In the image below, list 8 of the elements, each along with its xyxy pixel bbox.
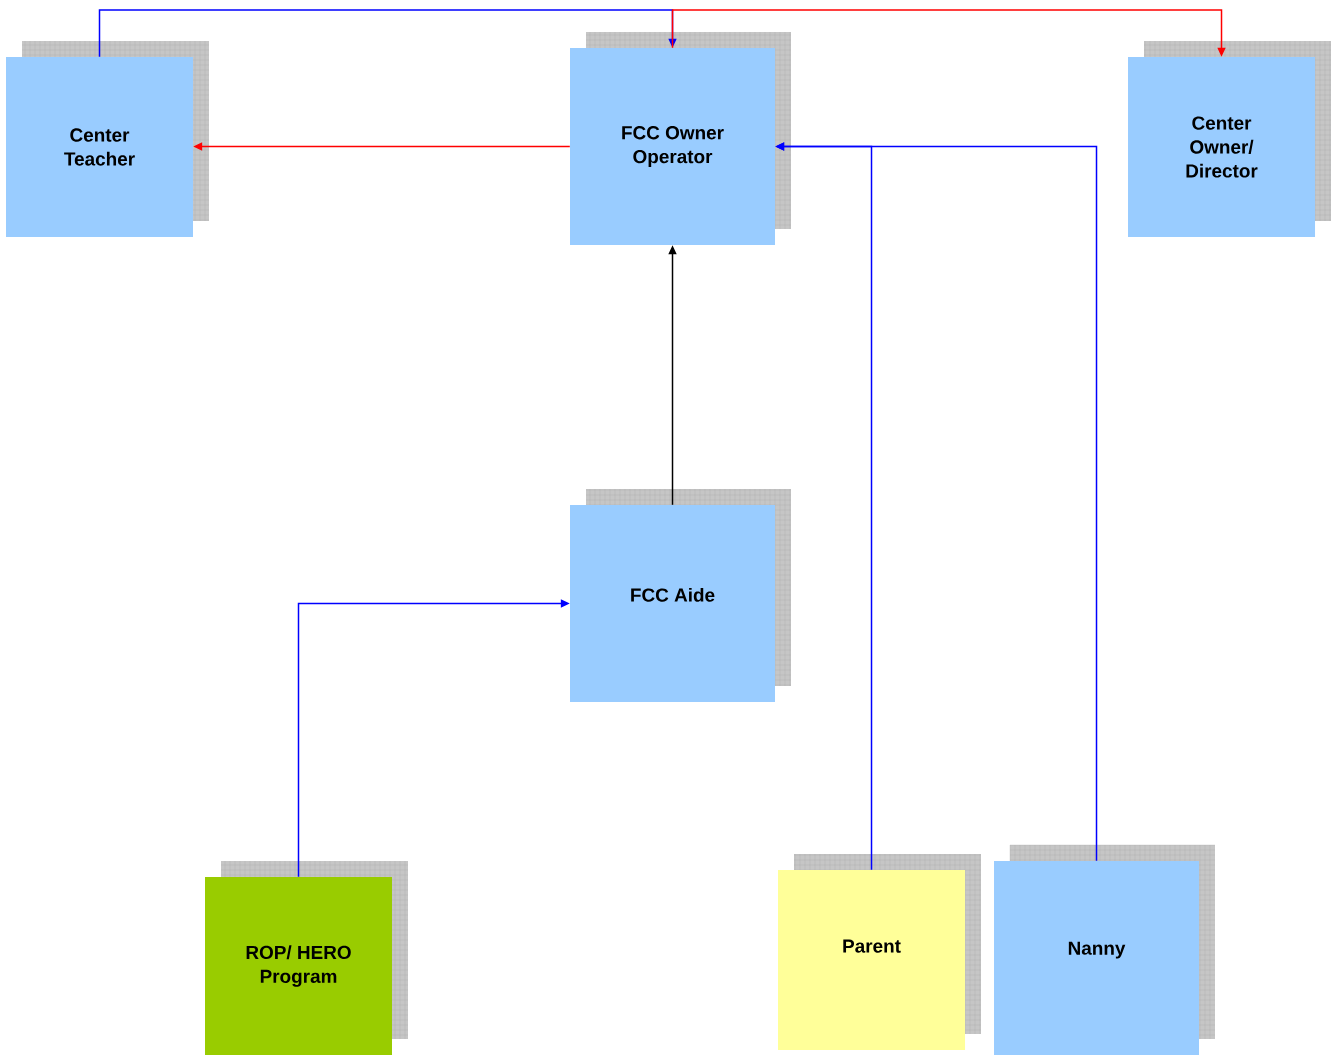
arrow xyxy=(98,9,677,58)
shadowed-box: Center Owner/ Director xyxy=(1128,40,1331,237)
shadowed-box: Center Teacher xyxy=(6,40,210,237)
shadowed-box: Nanny xyxy=(994,844,1216,1055)
shadowed-box: FCC Aide xyxy=(570,488,792,702)
shadowed-box: ROP/ HERO Program xyxy=(205,860,409,1055)
shadowed-box: FCC Owner Operator xyxy=(570,31,792,245)
shadowed-box: Parent xyxy=(778,853,982,1050)
